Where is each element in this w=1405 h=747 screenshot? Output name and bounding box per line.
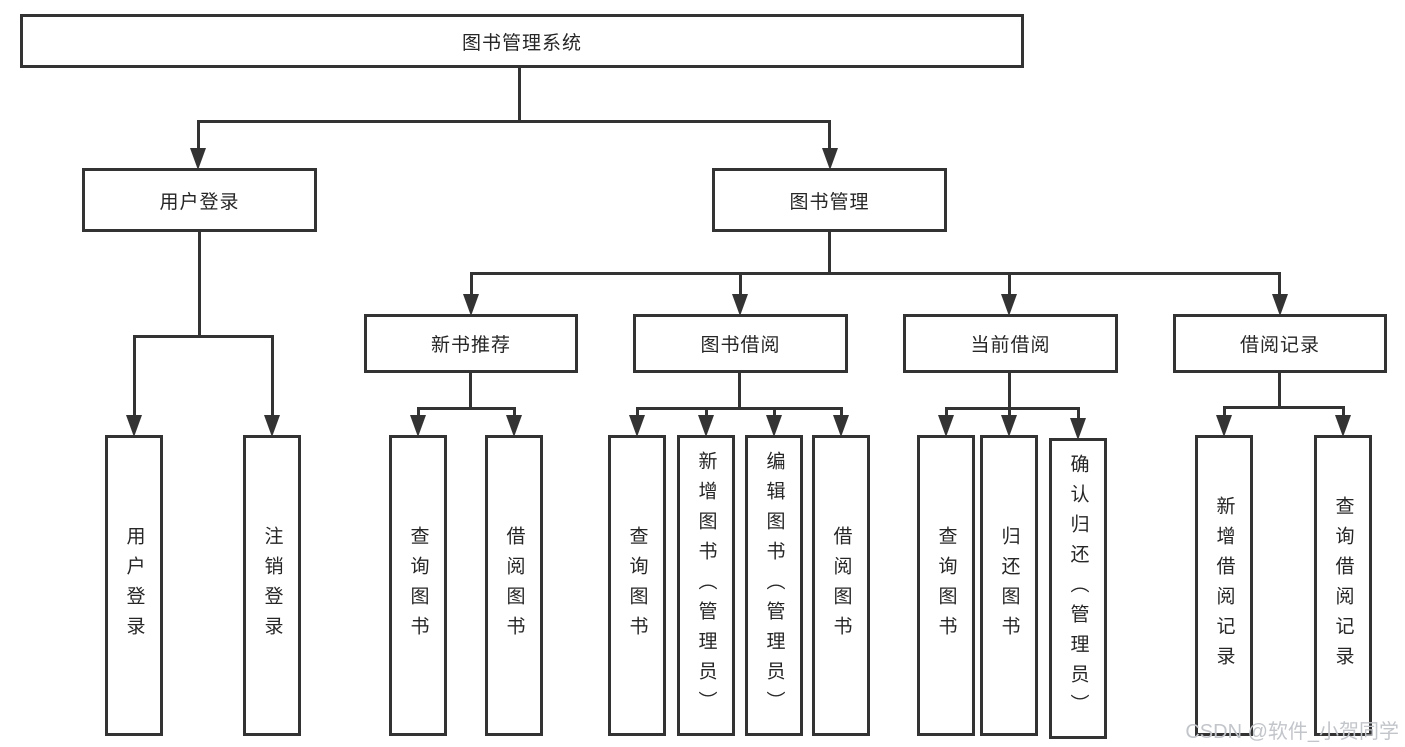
node-label: 查询图书 (407, 525, 429, 646)
connector-line (1278, 372, 1281, 408)
connector-line (1223, 406, 1345, 409)
node-label: 新书推荐 (430, 335, 511, 356)
connector-line (738, 372, 741, 409)
connector-line (1077, 407, 1080, 421)
arrow-down-icon (1070, 418, 1086, 440)
node-label: 借阅记录 (1239, 335, 1320, 356)
connector-line (945, 407, 1080, 410)
node-label: 图书管理系统 (461, 32, 582, 54)
arrow-down-icon (1335, 415, 1351, 437)
connector-line (945, 407, 948, 419)
arrow-down-icon (698, 415, 714, 437)
connector-line (1278, 272, 1281, 298)
connector-line (197, 120, 831, 123)
arrow-down-icon (1001, 294, 1017, 316)
connector-line (133, 335, 274, 338)
arrow-down-icon (126, 415, 142, 437)
connector-line (840, 407, 843, 419)
arrow-down-icon (938, 415, 954, 437)
connector-line (773, 407, 776, 419)
connector-line (470, 272, 473, 298)
arrow-down-icon (264, 415, 280, 437)
connector-line (513, 407, 516, 419)
node-root-book-management-system: 图书管理系统 (20, 14, 1024, 68)
connector-line (470, 272, 1281, 275)
connector-line (133, 335, 136, 417)
connector-line (705, 407, 708, 419)
node-leaf-br-query-borrow-record: 查询借阅记录 (1314, 435, 1372, 736)
node-leaf-cb-return-book: 归还图书 (980, 435, 1038, 736)
arrow-down-icon (190, 148, 206, 170)
node-label: 新增借阅记录 (1213, 495, 1235, 676)
connector-line (636, 407, 639, 419)
connector-line (469, 372, 472, 409)
arrow-down-icon (1001, 415, 1017, 437)
node-label: 图书管理 (789, 191, 870, 213)
node-user-login: 用户登录 (82, 168, 317, 232)
connector-line (739, 272, 742, 298)
arrow-down-icon (1272, 294, 1288, 316)
node-label: 借阅图书 (830, 525, 852, 646)
node-label: 查询借阅记录 (1332, 495, 1354, 676)
node-label: 编辑图书（管理员） (763, 450, 785, 721)
node-label: 图书借阅 (700, 335, 781, 356)
node-label: 查询图书 (626, 525, 648, 646)
connector-line (1223, 406, 1226, 419)
arrow-down-icon (506, 415, 522, 437)
connector-line (198, 231, 201, 337)
node-leaf-bb-borrow-book: 借阅图书 (812, 435, 870, 736)
node-label: 借阅图书 (503, 525, 525, 646)
node-new-book-recommend: 新书推荐 (364, 314, 578, 373)
connector-line (828, 231, 831, 274)
node-leaf-bb-edit-book-admin: 编辑图书（管理员） (745, 435, 803, 736)
node-leaf-rec-query-book: 查询图书 (389, 435, 447, 736)
connector-line (197, 120, 200, 150)
node-leaf-cb-query-book: 查询图书 (917, 435, 975, 736)
connector-line (417, 407, 420, 419)
node-label: 新增图书（管理员） (695, 450, 717, 721)
node-book-management: 图书管理 (712, 168, 947, 232)
connector-line (828, 120, 831, 150)
node-leaf-bb-add-book-admin: 新增图书（管理员） (677, 435, 735, 736)
connector-line (1008, 372, 1011, 409)
node-book-borrowing: 图书借阅 (633, 314, 848, 373)
node-leaf-cb-confirm-return-admin: 确认归还（管理员） (1049, 438, 1107, 739)
arrow-down-icon (463, 294, 479, 316)
node-leaf-user-login: 用户登录 (105, 435, 163, 736)
node-borrowing-records: 借阅记录 (1173, 314, 1387, 373)
node-label: 归还图书 (998, 525, 1020, 646)
node-label: 当前借阅 (970, 335, 1051, 356)
node-label: 用户登录 (123, 525, 145, 646)
csdn-watermark: CSDN @软件_小贺同学 (1185, 721, 1399, 743)
arrow-down-icon (833, 415, 849, 437)
connector-line (1008, 407, 1011, 419)
arrow-down-icon (732, 294, 748, 316)
node-leaf-logout: 注销登录 (243, 435, 301, 736)
node-label: 查询图书 (935, 525, 957, 646)
node-leaf-br-add-borrow-record: 新增借阅记录 (1195, 435, 1253, 736)
node-label: 确认归还（管理员） (1067, 453, 1089, 724)
node-label: 注销登录 (261, 525, 283, 646)
connector-line (417, 407, 516, 410)
connector-line (1342, 406, 1345, 419)
node-current-borrowing: 当前借阅 (903, 314, 1118, 373)
arrow-down-icon (629, 415, 645, 437)
connector-line (271, 335, 274, 417)
connector-line (518, 67, 521, 123)
connector-line (636, 407, 843, 410)
node-label: 用户登录 (159, 191, 240, 213)
arrow-down-icon (766, 415, 782, 437)
connector-line (1008, 272, 1011, 298)
node-leaf-rec-borrow-book: 借阅图书 (485, 435, 543, 736)
arrow-down-icon (410, 415, 426, 437)
arrow-down-icon (822, 148, 838, 170)
node-leaf-bb-query-book: 查询图书 (608, 435, 666, 736)
arrow-down-icon (1216, 415, 1232, 437)
